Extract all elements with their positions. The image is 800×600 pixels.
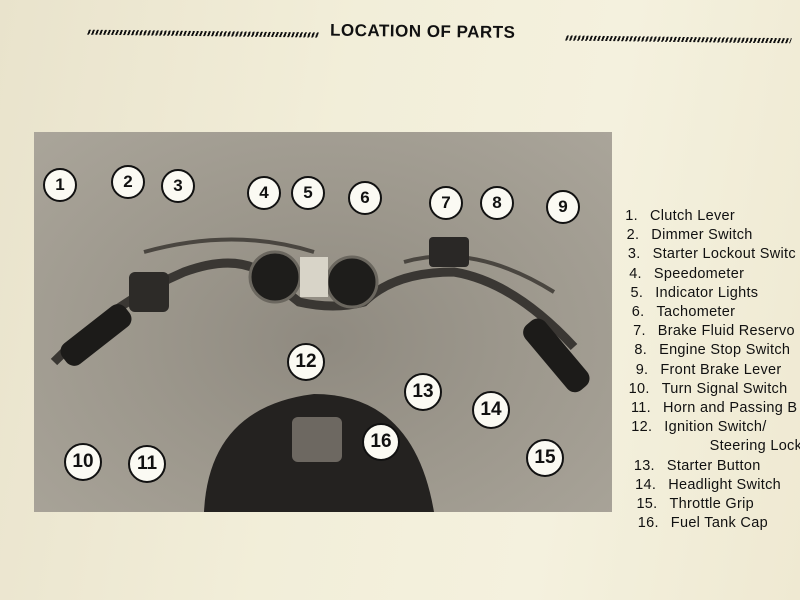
legend-number: 1. (625, 208, 638, 224)
legend-number: 15. (636, 496, 658, 512)
dotted-rule-left (87, 29, 319, 38)
legend-item: 11. Horn and Passing B (625, 400, 800, 416)
callout-6: 6 (348, 181, 382, 215)
legend-label: Brake Fluid Reservo (657, 323, 795, 340)
cable (143, 237, 315, 254)
legend-item: 9. Front Brake Lever (622, 362, 800, 378)
callout-11: 11 (128, 445, 166, 483)
legend-number: 16. (637, 515, 659, 532)
legend-item: 7. Brake Fluid Reservo (620, 323, 800, 339)
legend-label: Turn Signal Switch (661, 380, 788, 397)
legend-number: 2. (626, 227, 640, 244)
legend-number: 10. (628, 380, 650, 397)
legend-label: Speedometer (653, 265, 745, 282)
legend-number: 4. (629, 265, 642, 282)
left-switch-housing (129, 272, 169, 312)
legend-item: 5. Indicator Lights (617, 285, 800, 301)
tachometer-gauge (325, 255, 379, 309)
legend-label: Starter Button (666, 457, 761, 474)
legend-label: Fuel Tank Cap (670, 515, 768, 532)
callout-1: 1 (43, 168, 77, 202)
legend-number: 14. (635, 476, 657, 493)
legend-number: 7. (633, 323, 646, 340)
callout-12: 12 (287, 343, 325, 381)
legend-label: Dimmer Switch (651, 227, 753, 244)
callout-16: 16 (362, 423, 400, 461)
legend-item: 15. Throttle Grip (632, 496, 800, 512)
legend-label: Horn and Passing B (663, 400, 798, 416)
legend-item: Steering Lock (628, 438, 800, 454)
legend-number: 6. (631, 304, 645, 320)
legend-label: Throttle Grip (669, 496, 754, 512)
legend-number: 11. (631, 400, 651, 416)
legend-item: 3. Starter Lockout Switc (615, 246, 800, 262)
callout-14: 14 (472, 391, 510, 429)
throttle-grip (523, 318, 590, 393)
legend-number: 9. (635, 361, 649, 378)
legend-label: Engine Stop Switch (659, 342, 791, 359)
legend-label: Front Brake Lever (660, 361, 782, 378)
legend-number: 13. (633, 457, 655, 474)
legend-label: Clutch Lever (650, 208, 735, 224)
callout-4: 4 (247, 176, 281, 210)
left-grip (60, 304, 132, 366)
cable (403, 254, 556, 294)
callout-10: 10 (64, 443, 102, 481)
callout-9: 9 (546, 190, 580, 224)
legend-item: 6. Tachometer (619, 304, 800, 320)
legend-item: 14. Headlight Switch (630, 477, 800, 493)
callout-8: 8 (480, 186, 514, 220)
legend-number: 5. (630, 284, 644, 301)
legend-item: 2. Dimmer Switch (613, 227, 800, 243)
brake-reservoir (429, 237, 469, 267)
legend-number: 3. (627, 246, 641, 263)
legend-item: 8. Engine Stop Switch (621, 342, 800, 358)
legend-label: Headlight Switch (668, 476, 781, 493)
callout-13: 13 (404, 373, 442, 411)
page-header: LOCATION OF PARTS (87, 16, 793, 55)
callout-7: 7 (429, 186, 463, 220)
callout-5: 5 (291, 176, 325, 210)
legend-item: 16. Fuel Tank Cap (633, 515, 800, 531)
legend-label: Tachometer (656, 304, 736, 320)
legend-label: Steering Lock (709, 438, 800, 455)
legend-number: 12. (631, 419, 653, 436)
callout-3: 3 (161, 169, 195, 203)
speedometer-gauge (248, 250, 302, 304)
legend-item: 13. Starter Button (629, 458, 800, 474)
fuel-cap (292, 417, 342, 462)
legend-label: Indicator Lights (655, 284, 759, 301)
legend-number: 8. (634, 342, 648, 359)
callout-2: 2 (111, 165, 145, 199)
indicator-panel (300, 257, 328, 297)
legend-label: Ignition Switch/ (664, 419, 767, 436)
callout-15: 15 (526, 439, 564, 477)
legend-item: 1. Clutch Lever (612, 208, 800, 224)
legend-label: Starter Lockout Switc (652, 246, 796, 263)
dotted-rule-right (565, 35, 792, 44)
page-title: LOCATION OF PARTS (329, 20, 516, 42)
legend-item: 4. Speedometer (616, 266, 800, 282)
legend-item: 12. Ignition Switch/ (626, 419, 800, 435)
legend-item: 10. Turn Signal Switch (624, 381, 800, 397)
